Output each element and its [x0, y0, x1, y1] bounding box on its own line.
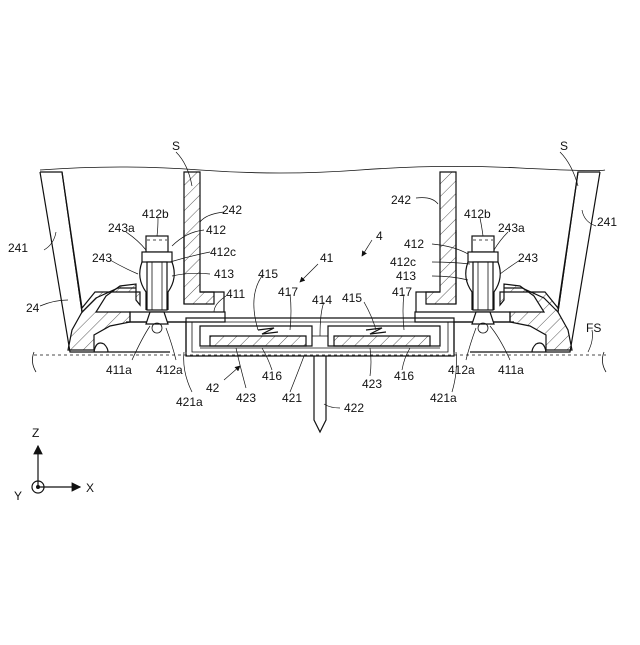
- label-421a-left: 421a: [176, 395, 203, 409]
- label-FS: FS: [586, 321, 601, 335]
- probe-needle: [314, 356, 326, 432]
- label-423-right: 423: [362, 377, 382, 391]
- label-4: 4: [376, 229, 383, 243]
- axis-indicator: [32, 446, 80, 493]
- fastener-right: [466, 236, 501, 333]
- axis-label-x: X: [86, 481, 94, 495]
- label-242-right: 242: [391, 193, 411, 207]
- label-24: 24: [26, 301, 40, 315]
- label-243-left: 243: [92, 251, 112, 265]
- label-243a-right: 243a: [498, 221, 525, 235]
- inner-wall-left: [184, 172, 214, 304]
- base-flange-left: [130, 312, 225, 322]
- base-plate-left: [126, 322, 186, 352]
- label-412b-right: 412b: [464, 207, 491, 221]
- label-411a-left: 411a: [106, 363, 132, 377]
- label-412b-left: 412b: [142, 207, 169, 221]
- label-412c-right: 412c: [390, 255, 416, 269]
- label-415-right: 415: [342, 291, 362, 305]
- label-242-left: 242: [222, 203, 242, 217]
- label-423-left: 423: [236, 391, 256, 405]
- label-413-right: 413: [396, 269, 416, 283]
- base-flange-right: [415, 312, 510, 322]
- axis-label-z: Z: [32, 426, 39, 440]
- label-413-left: 413: [214, 267, 234, 281]
- arrow-41: [300, 264, 318, 282]
- label-412a-right: 412a: [448, 363, 475, 377]
- label-412-left: 412: [206, 223, 226, 237]
- label-241-left: 241: [8, 241, 28, 255]
- foot-right: [532, 343, 546, 352]
- label-241-right: 241: [597, 215, 617, 229]
- label-415-left: 415: [258, 267, 278, 281]
- base-plate-right: [454, 322, 514, 352]
- label-243-right: 243: [518, 251, 538, 265]
- label-422: 422: [344, 401, 364, 415]
- label-S-right: S: [560, 139, 568, 153]
- label-414: 414: [312, 293, 332, 307]
- fastener-left: [140, 236, 175, 333]
- label-243a-left: 243a: [108, 221, 135, 235]
- label-412-right: 412: [404, 237, 424, 251]
- arrow-4: [362, 240, 372, 256]
- label-416-right: 416: [394, 369, 414, 383]
- label-412c-left: 412c: [210, 245, 236, 259]
- foot-left: [94, 343, 108, 352]
- top-break-line: [40, 166, 605, 173]
- label-411: 411: [226, 287, 245, 301]
- label-411a-right: 411a: [498, 363, 524, 377]
- label-417-left: 417: [278, 285, 298, 299]
- axis-label-y: Y: [14, 489, 22, 503]
- label-41: 41: [320, 251, 334, 265]
- inner-wall-right: [426, 172, 456, 304]
- label-417-right: 417: [392, 285, 412, 299]
- label-416-left: 416: [262, 369, 282, 383]
- label-421a-right: 421a: [430, 391, 457, 405]
- label-421: 421: [282, 391, 302, 405]
- label-412a-left: 412a: [156, 363, 183, 377]
- arrow-42: [224, 366, 240, 380]
- label-S-left: S: [172, 139, 180, 153]
- label-42: 42: [206, 381, 220, 395]
